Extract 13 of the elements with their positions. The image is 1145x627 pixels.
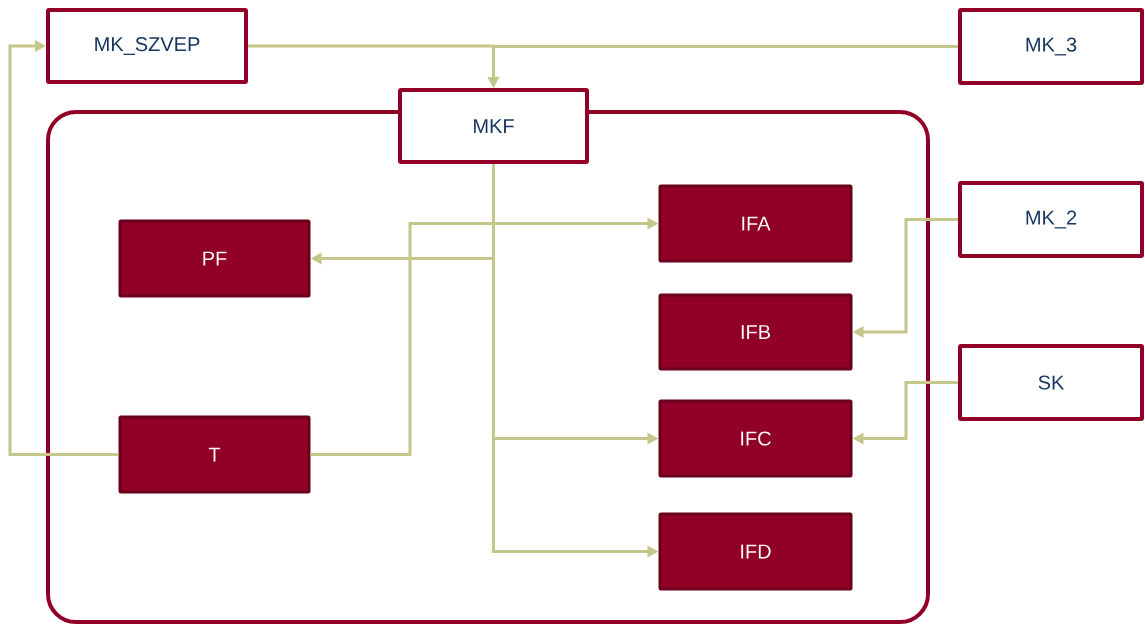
process-box: MK_2 <box>958 181 1144 258</box>
process-box: IFD <box>658 512 853 591</box>
process-box: PF <box>118 219 311 298</box>
process-box: IFA <box>658 184 853 263</box>
process-box: IFC <box>658 399 853 478</box>
process-box: MKF <box>398 88 589 164</box>
arrow <box>8 40 119 456</box>
process-box: IFB <box>658 293 853 371</box>
process-box: T <box>118 415 311 494</box>
container-box <box>46 110 930 624</box>
process-box: MK_SZVEP <box>46 8 248 84</box>
process-box: SK <box>958 344 1144 421</box>
process-box: MK_3 <box>958 8 1144 85</box>
